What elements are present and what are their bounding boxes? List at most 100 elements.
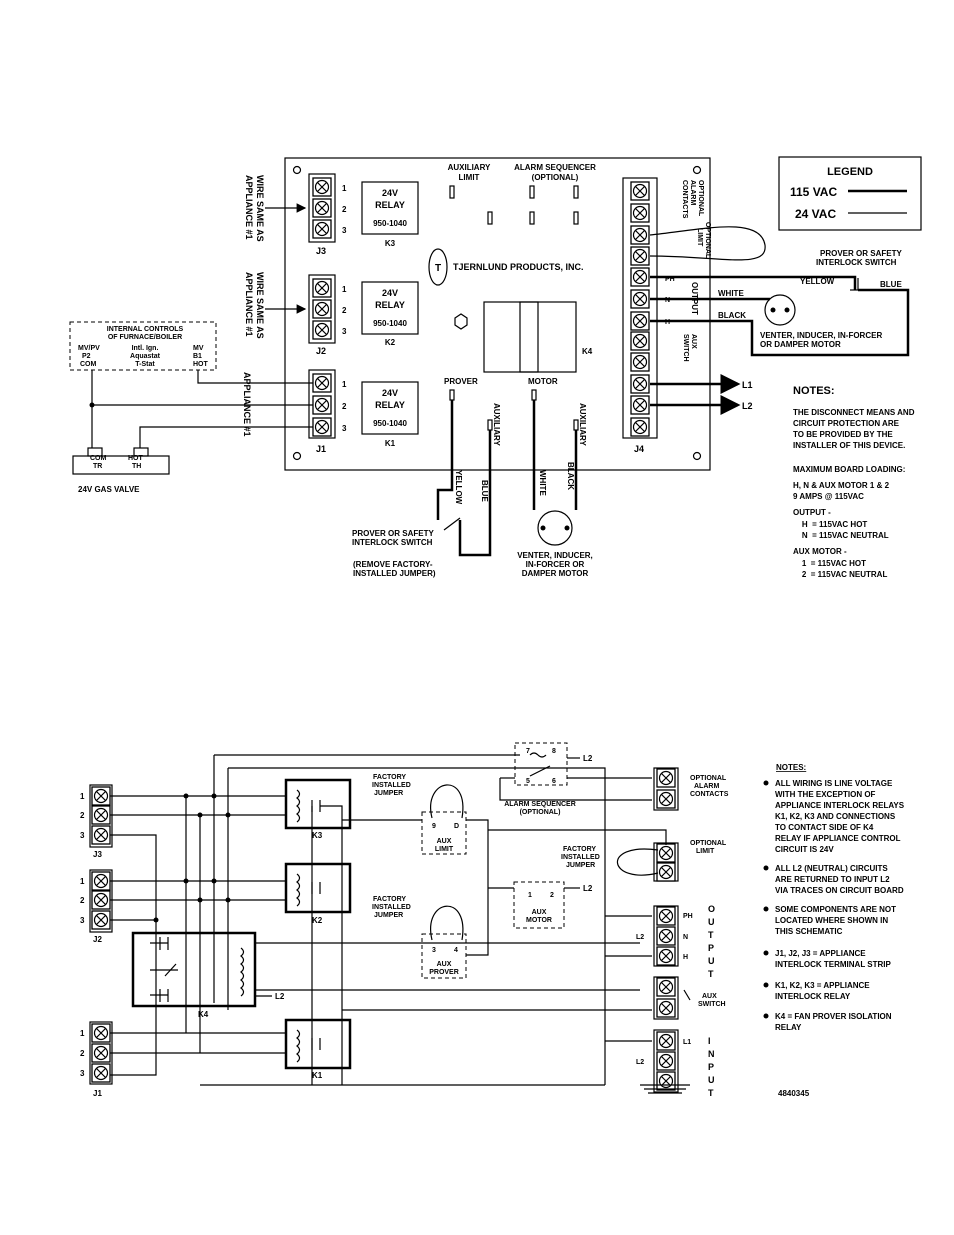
svg-text:U: U — [708, 956, 715, 966]
svg-text:O: O — [708, 904, 715, 914]
svg-text:1: 1 — [80, 1029, 85, 1038]
svg-text:JUMPER: JUMPER — [374, 912, 403, 919]
svg-text:1 = 115VAC HOT: 1 = 115VAC HOT — [793, 559, 866, 568]
svg-text:L2: L2 — [636, 1059, 644, 1066]
svg-text:THE DISCONNECT MEANS AND: THE DISCONNECT MEANS AND — [793, 408, 915, 417]
svg-text:INSTALLER OF THIS DEVICE.: INSTALLER OF THIS DEVICE. — [793, 441, 905, 450]
legend-115vac: 115 VAC — [790, 185, 837, 199]
svg-text:Aquastat: Aquastat — [130, 353, 161, 360]
svg-text:APPLIANCE #1: APPLIANCE #1 — [244, 175, 254, 240]
svg-text:AUX: AUX — [702, 993, 717, 1000]
svg-text:LIMIT: LIMIT — [435, 846, 454, 853]
svg-text:P: P — [708, 1062, 714, 1072]
svg-text:U: U — [708, 1075, 715, 1085]
svg-text:N: N — [683, 934, 688, 941]
svg-text:INTERNAL CONTROLS: INTERNAL CONTROLS — [107, 326, 184, 333]
svg-text:MOTOR: MOTOR — [528, 377, 558, 386]
terminal-j1: 1 2 3 J1 — [308, 369, 347, 454]
svg-text:BLUE: BLUE — [480, 480, 489, 502]
svg-text:INTERLOCK SWITCH: INTERLOCK SWITCH — [816, 258, 897, 267]
svg-text:3: 3 — [80, 916, 85, 925]
svg-text:2 = 115VAC NEUTRAL: 2 = 115VAC NEUTRAL — [793, 570, 887, 579]
bottom-schematic: 123 J3 123 J2 123 J1 K3 K2 — [80, 742, 905, 1098]
svg-text:COM: COM — [90, 455, 107, 462]
svg-text:Intl. Ign.: Intl. Ign. — [132, 345, 159, 352]
svg-text:3: 3 — [80, 1069, 85, 1078]
svg-text:INTERLOCK SWITCH: INTERLOCK SWITCH — [352, 538, 433, 547]
svg-text:RELAY: RELAY — [375, 200, 405, 210]
svg-text:H, N & AUX MOTOR 1 & 2: H, N & AUX MOTOR 1 & 2 — [793, 481, 890, 490]
venter-motor-right — [764, 294, 796, 326]
svg-text:P: P — [708, 943, 714, 953]
wire-same-note-j2: WIRE SAME AS APPLIANCE #1 — [244, 272, 307, 339]
circuit-board — [284, 157, 711, 471]
svg-text:MAXIMUM BOARD LOADING:: MAXIMUM BOARD LOADING: — [793, 465, 905, 474]
j1-label: J1 — [316, 444, 326, 454]
schematic-k4: K4 — [131, 931, 257, 1019]
svg-text:WHITE: WHITE — [718, 289, 744, 298]
legend-title: LEGEND — [827, 166, 873, 178]
svg-text:K1, K2, K3 = APPLIANCE: K1, K2, K3 = APPLIANCE — [775, 981, 870, 990]
svg-text:N: N — [708, 1049, 715, 1059]
svg-text:2: 2 — [80, 811, 85, 820]
svg-text:RELAY: RELAY — [375, 300, 405, 310]
top-wiring-diagram: LEGEND 115 VAC 24 VAC 1 2 3 J3 1 2 3 J2 — [69, 156, 922, 579]
svg-text:PH: PH — [665, 276, 675, 283]
part-number: 4840345 — [778, 1089, 810, 1098]
svg-text:ARE RETURNED TO INPUT L2: ARE RETURNED TO INPUT L2 — [775, 875, 890, 884]
svg-text:J1: J1 — [93, 1089, 102, 1098]
terminal-j4: J4 PH N H — [622, 177, 675, 454]
svg-text:1: 1 — [80, 877, 85, 886]
svg-text:L2: L2 — [583, 884, 593, 893]
svg-text:TO BE PROVIDED BY THE: TO BE PROVIDED BY THE — [793, 430, 893, 439]
svg-text:FACTORY: FACTORY — [563, 846, 596, 853]
svg-text:L2: L2 — [583, 754, 593, 763]
svg-text:WIRE SAME AS: WIRE SAME AS — [255, 175, 265, 242]
svg-text:K4: K4 — [582, 347, 593, 356]
j4-label: J4 — [634, 444, 644, 454]
svg-text:ALARM: ALARM — [694, 783, 719, 790]
svg-text:L2: L2 — [742, 401, 753, 411]
svg-text:2: 2 — [342, 402, 347, 411]
svg-text:PROVER: PROVER — [429, 969, 459, 976]
top-notes: NOTES: THE DISCONNECT MEANS AND CIRCUIT … — [793, 385, 915, 579]
svg-text:6: 6 — [552, 778, 556, 785]
svg-text:D: D — [454, 823, 459, 830]
svg-text:24V: 24V — [382, 288, 398, 298]
svg-text:B1: B1 — [193, 353, 202, 360]
schematic-j3: 123 J3 — [80, 784, 113, 859]
svg-text:SOME COMPONENTS ARE NOT: SOME COMPONENTS ARE NOT — [775, 905, 896, 914]
svg-text:ALARM SEQUENCER: ALARM SEQUENCER — [504, 801, 576, 808]
svg-text:9: 9 — [432, 823, 436, 830]
svg-text:NOTES:: NOTES: — [776, 763, 806, 772]
svg-text:COM: COM — [80, 361, 97, 368]
schematic-j2: 123 J2 — [80, 869, 113, 944]
bottom-notes: NOTES: ALL WIRING IS LINE VOLTAGE WITH T… — [763, 763, 905, 1032]
svg-text:WITH THE EXCEPTION OF: WITH THE EXCEPTION OF — [775, 790, 876, 799]
svg-text:MOTOR: MOTOR — [526, 917, 552, 924]
svg-text:3: 3 — [342, 424, 347, 433]
svg-text:L2: L2 — [275, 992, 285, 1001]
svg-text:VIA TRACES ON CIRCUIT BOARD: VIA TRACES ON CIRCUIT BOARD — [775, 886, 904, 895]
svg-text:CIRCUIT IS 24V: CIRCUIT IS 24V — [775, 845, 834, 854]
svg-text:K2: K2 — [385, 338, 396, 347]
svg-text:APPLIANCE #1: APPLIANCE #1 — [244, 272, 254, 337]
svg-text:PH: PH — [683, 913, 693, 920]
svg-text:CONTACTS: CONTACTS — [681, 180, 688, 219]
svg-text:J1, J2, J3 = APPLIANCE: J1, J2, J3 = APPLIANCE — [775, 949, 866, 958]
svg-text:YELLOW: YELLOW — [454, 470, 463, 505]
svg-text:ALARM: ALARM — [689, 180, 696, 205]
svg-text:INSTALLED JUMPER): INSTALLED JUMPER) — [353, 569, 436, 578]
svg-text:T: T — [708, 930, 714, 940]
svg-text:3: 3 — [342, 226, 347, 235]
company-logo: T — [428, 248, 448, 286]
svg-text:CONTACTS: CONTACTS — [690, 791, 729, 798]
terminal-j3: 1 2 3 J3 — [308, 173, 347, 256]
svg-text:AUXILIARY: AUXILIARY — [448, 163, 491, 172]
svg-text:K3: K3 — [385, 239, 396, 248]
svg-text:TO CONTACT SIDE OF K4: TO CONTACT SIDE OF K4 — [775, 823, 874, 832]
svg-text:WHITE: WHITE — [538, 470, 547, 496]
svg-text:H = 115VAC HOT: H = 115VAC HOT — [793, 520, 867, 529]
svg-text:1: 1 — [342, 184, 347, 193]
